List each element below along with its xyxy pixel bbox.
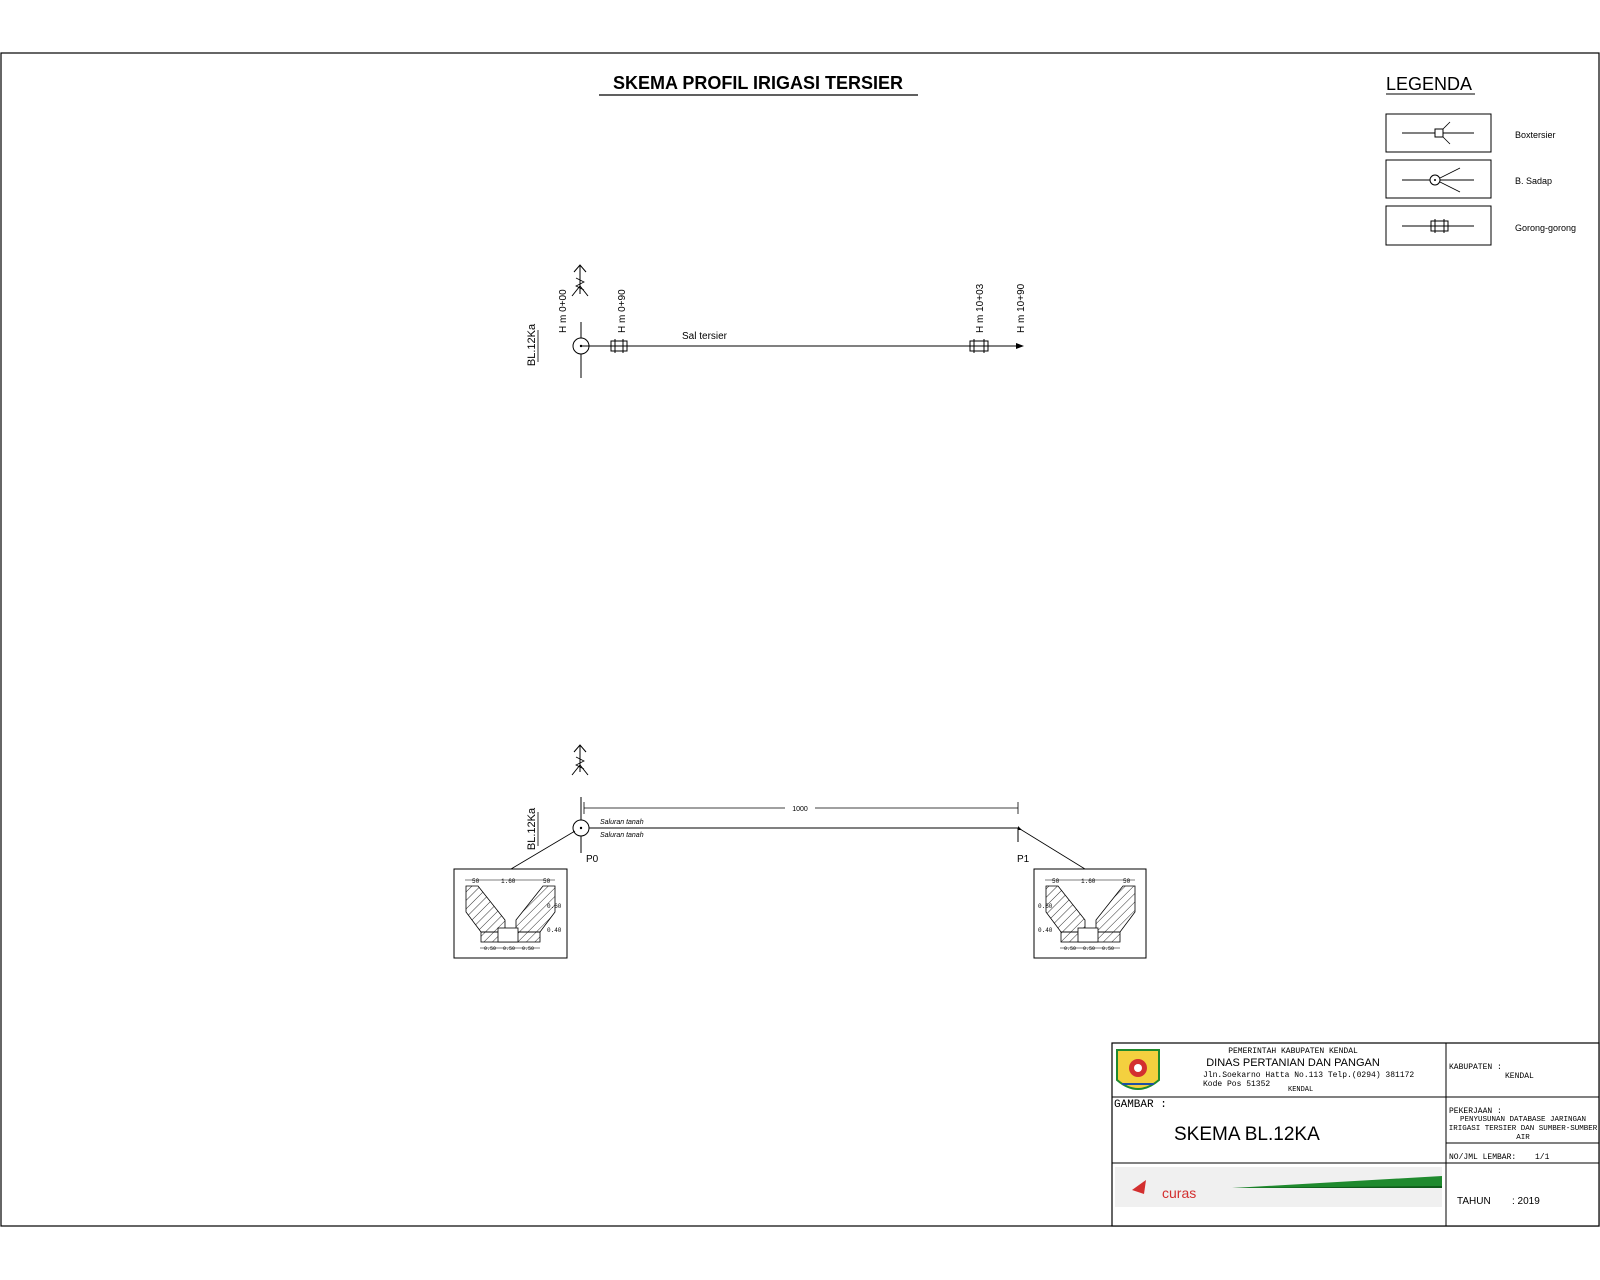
dim-left-2: 0.40 (1038, 927, 1053, 934)
dim-bottom-1: 0.50 (484, 946, 496, 952)
title-block: PEMERINTAH KABUPATEN KENDAL DINAS PERTAN… (1111, 1042, 1600, 1227)
dim-top-mid: 1.60 (501, 878, 516, 885)
legend-box-3 (1385, 205, 1492, 246)
culvert-icon (1402, 219, 1474, 233)
kabupaten-label: KABUPATEN : (1449, 1063, 1502, 1072)
dim-top-right: 50 (1123, 878, 1131, 885)
legend-title: LEGENDA (1386, 74, 1472, 94)
consultant-logo-text: curas (1162, 1185, 1196, 1201)
legend-box-2 (1385, 159, 1492, 199)
north-arrow-icon (571, 264, 589, 297)
pekerjaan-line-1: PENYUSUNAN DATABASE JARINGAN (1460, 1116, 1586, 1124)
station-label-4: H m 10+90 (1016, 283, 1027, 333)
tahun-label: TAHUN (1457, 1196, 1491, 1207)
gambar-label: GAMBAR : (1114, 1099, 1167, 1111)
pekerjaan-line-2: IRIGASI TERSIER DAN SUMBER-SUMBER (1449, 1125, 1598, 1133)
dim-top-left: 50 (1052, 878, 1060, 885)
consultant-logo: curas (1115, 1167, 1442, 1207)
dim-right-2: 0.40 (547, 927, 562, 934)
cross-section-p1: 50 1.60 50 0.60 0.40 0.50 0.50 0.50 (1033, 868, 1147, 959)
channel-label: Sal tersier (682, 331, 728, 342)
point-label-p1: P1 (1017, 854, 1030, 865)
dim-bottom-3: 0.50 (1102, 946, 1114, 952)
cross-section-p0: 50 1.60 50 0.60 0.40 0.50 0.50 0.50 (453, 868, 568, 959)
sheet-label: NO/JML LEMBAR: (1449, 1153, 1516, 1162)
station-label-3: H m 10+03 (975, 283, 986, 333)
gov-name: PEMERINTAH KABUPATEN KENDAL (1228, 1047, 1358, 1056)
culvert-2 (969, 339, 989, 353)
legend-label-3: Gorong-gorong (1515, 223, 1576, 233)
drawing-title: SKEMA BL.12KA (1174, 1124, 1320, 1145)
regency-crest-logo (1116, 1049, 1160, 1090)
flow-arrow-icon (1016, 343, 1024, 349)
dim-bottom-2: 0.50 (503, 946, 515, 952)
legend-label-1: Boxtersier (1515, 130, 1556, 140)
station-label-2: H m 0+90 (617, 289, 628, 333)
agency-city: KENDAL (1288, 1086, 1313, 1094)
dim-top-mid: 1.60 (1081, 878, 1096, 885)
legend-box-1 (1385, 113, 1492, 153)
tahun-value: : 2019 (1512, 1196, 1540, 1207)
small-label-2: Saluran tanah (600, 832, 644, 839)
dim-top-left: 50 (472, 878, 480, 885)
box-tersier-icon (1402, 121, 1474, 145)
station-label-1: H m 0+00 (558, 289, 569, 333)
dim-left-1: 0.60 (1038, 903, 1053, 910)
bangunan-sadap-icon (1402, 167, 1474, 193)
agency-address: Jln.Soekarno Hatta No.113 Telp.(0294) 38… (1203, 1071, 1414, 1080)
north-arrow-icon (571, 744, 589, 776)
profile-source-label: BL.12Ka (526, 807, 538, 850)
drawing-heading: SKEMA PROFIL IRIGASI TERSIER (613, 73, 903, 93)
dim-bottom-2: 0.50 (1083, 946, 1095, 952)
longitudinal-profile: BL.12Ka 1000 Saluran tanah Saluran tanah… (453, 744, 1147, 959)
culvert-1 (610, 339, 628, 353)
dim-bottom-1: 0.50 (1064, 946, 1076, 952)
point-label-p0: P0 (586, 854, 599, 865)
sheet-value: 1/1 (1535, 1153, 1550, 1162)
legend: LEGENDA Boxtersier B. Sadap G (1385, 74, 1576, 246)
dim-bottom-3: 0.50 (522, 946, 534, 952)
legend-label-2: B. Sadap (1515, 176, 1552, 186)
dim-top-right: 50 (543, 878, 551, 885)
pekerjaan-line-3: AIR (1516, 1134, 1530, 1142)
agency-name: DINAS PERTANIAN DAN PANGAN (1206, 1057, 1380, 1069)
length-label: 1000 (792, 806, 808, 813)
channel-schema: BL.12Ka Sal tersier H m 0+00 H m 0+90 H … (526, 264, 1027, 378)
agency-postal: Kode Pos 51352 (1203, 1080, 1270, 1089)
sheet-border (0, 52, 1600, 1227)
source-label: BL.12Ka (526, 323, 538, 366)
dim-right-1: 0.60 (547, 903, 562, 910)
small-label-1: Saluran tanah (600, 819, 644, 826)
pekerjaan-label: PEKERJAAN : (1449, 1107, 1502, 1116)
kabupaten-value: KENDAL (1505, 1072, 1534, 1081)
